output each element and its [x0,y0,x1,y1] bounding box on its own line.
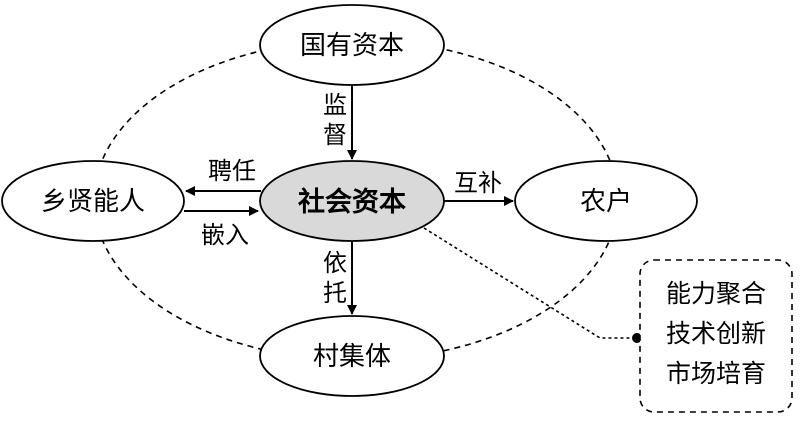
dotted-connector [423,227,636,339]
label-embed: 嵌入 [201,221,249,249]
node-village-collective-label: 村集体 [313,342,391,372]
label-supervise-2: 督 [323,121,347,149]
label-supervise-1: 监 [323,91,347,119]
label-complement: 互补 [454,169,502,197]
node-farmers [514,160,698,242]
note-box [639,259,793,413]
node-village-collective [259,315,445,397]
node-rural-elite-label: 乡贤能人 [41,187,145,217]
node-state-capital-label: 国有资本 [300,31,404,61]
label-rely-1: 依 [323,249,347,277]
node-rural-elite [1,160,185,242]
node-social-capital-label: 社会资本 [298,186,406,218]
node-farmers-label: 农户 [580,187,632,217]
label-hire: 聘任 [208,157,256,185]
note-line-1: 能力聚合 [666,279,766,308]
label-rely-2: 托 [323,279,347,307]
note-line-2: 技术创新 [666,319,766,348]
note-line-3: 市场培育 [666,359,766,388]
